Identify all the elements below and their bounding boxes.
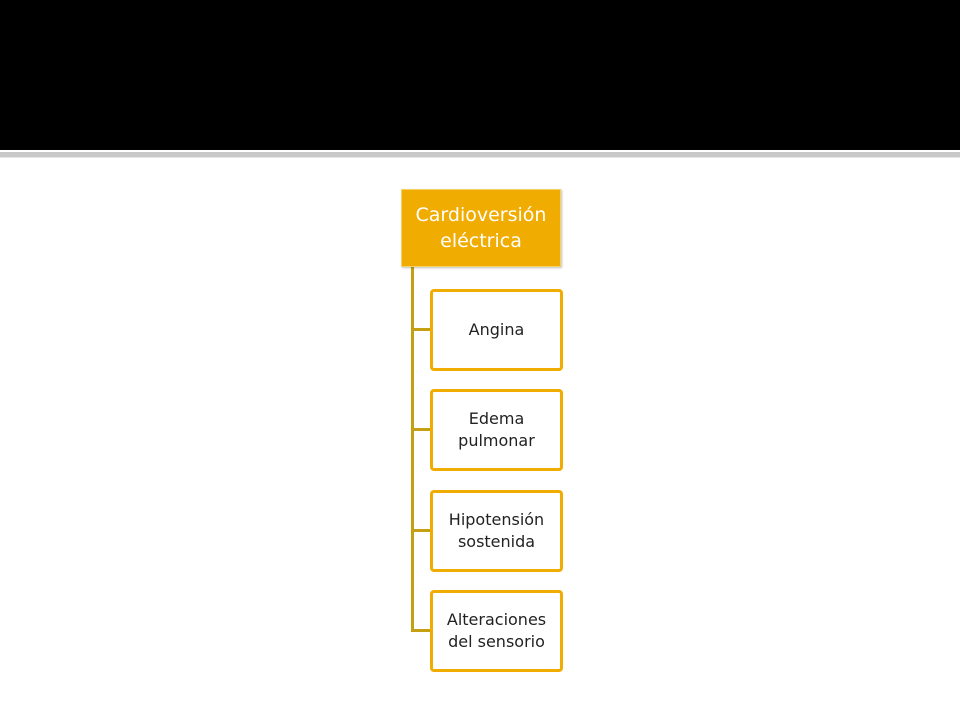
child-node-label: Angina xyxy=(468,320,525,339)
child-node-label: Alteraciones del sensorio xyxy=(446,610,547,651)
connector-branch-3 xyxy=(411,529,431,532)
child-node-angina: Angina xyxy=(430,289,563,371)
child-node-label: Hipotensión sostenida xyxy=(448,510,545,551)
connector-trunk xyxy=(411,267,414,631)
root-node: Cardioversión eléctrica xyxy=(401,189,561,267)
connector-branch-1 xyxy=(411,328,431,331)
connector-branch-2 xyxy=(411,428,431,431)
child-node-hipotension-sostenida: Hipotensión sostenida xyxy=(430,490,563,572)
child-node-label: Edema pulmonar xyxy=(458,409,535,450)
root-node-label: Cardioversión eléctrica xyxy=(415,204,547,252)
title-band xyxy=(0,0,960,150)
child-node-alteraciones-del-sensorio: Alteraciones del sensorio xyxy=(430,590,563,672)
child-node-edema-pulmonar: Edema pulmonar xyxy=(430,389,563,471)
connector-branch-4 xyxy=(411,629,431,632)
title-divider xyxy=(0,152,960,158)
